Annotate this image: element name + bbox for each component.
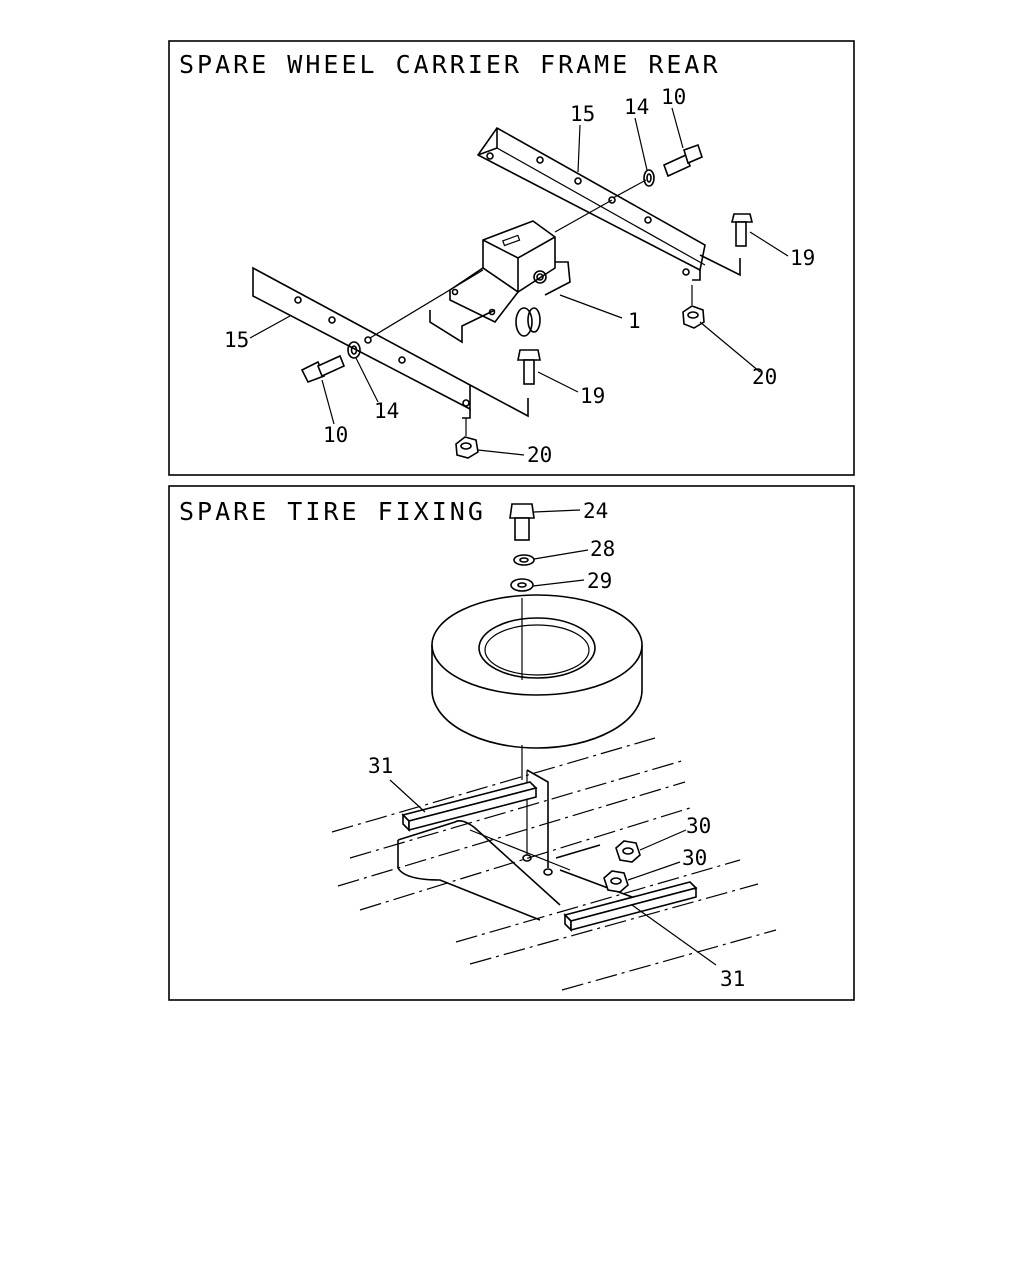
nut-20-right bbox=[682, 285, 705, 329]
bolt-10-lower bbox=[300, 354, 346, 384]
panel-1-title: SPARE WHEEL CARRIER FRAME REAR bbox=[179, 50, 721, 79]
callout-19-center: 19 bbox=[580, 384, 605, 408]
callout-31-right: 31 bbox=[720, 967, 745, 991]
callout-31-left: 31 bbox=[368, 754, 393, 778]
callout-1: 1 bbox=[628, 309, 641, 333]
washer-29 bbox=[510, 578, 534, 592]
nut-30-upper bbox=[615, 840, 641, 863]
floor-panel bbox=[331, 737, 777, 991]
carrier-bracket bbox=[429, 220, 571, 344]
callout-30-lower: 30 bbox=[682, 846, 707, 870]
panel-2-border bbox=[168, 485, 855, 1001]
callout-20-lower: 20 bbox=[527, 443, 552, 467]
panel-carrier-frame-rear: SPARE WHEEL CARRIER FRAME REAR bbox=[168, 40, 855, 476]
lower-frame-rail bbox=[252, 266, 529, 419]
nut-30-lower bbox=[603, 870, 629, 893]
callout-28: 28 bbox=[590, 537, 615, 561]
spare-tire bbox=[431, 594, 643, 780]
rubber-strip-31-left bbox=[401, 781, 538, 832]
panel-spare-tire-fixing: SPARE TIRE FIXING bbox=[168, 485, 855, 1001]
callout-14-lower: 14 bbox=[374, 399, 399, 423]
bolt-24 bbox=[509, 503, 535, 541]
callout-15-lower: 15 bbox=[224, 328, 249, 352]
bolt-10-upper bbox=[662, 143, 703, 178]
panel-2-title: SPARE TIRE FIXING bbox=[179, 497, 486, 526]
rubber-strip-31-right bbox=[563, 881, 698, 932]
callout-10-upper: 10 bbox=[661, 85, 686, 109]
spring-washer-28 bbox=[513, 554, 535, 566]
panel-1-border bbox=[168, 40, 855, 476]
bolt-19-right bbox=[730, 213, 754, 247]
bolt-19-center bbox=[517, 349, 541, 385]
callout-20-right: 20 bbox=[752, 365, 777, 389]
washer-14-upper bbox=[643, 169, 655, 187]
washer-14-lower bbox=[347, 341, 361, 359]
callout-24: 24 bbox=[583, 499, 608, 523]
callout-10-lower: 10 bbox=[323, 423, 348, 447]
callout-29: 29 bbox=[587, 569, 612, 593]
callout-19-right: 19 bbox=[790, 246, 815, 270]
upper-frame-rail bbox=[476, 126, 741, 281]
callout-14-upper: 14 bbox=[624, 95, 649, 119]
callout-30-upper: 30 bbox=[686, 814, 711, 838]
callout-15-upper: 15 bbox=[570, 102, 595, 126]
nut-20-lower bbox=[455, 418, 479, 459]
